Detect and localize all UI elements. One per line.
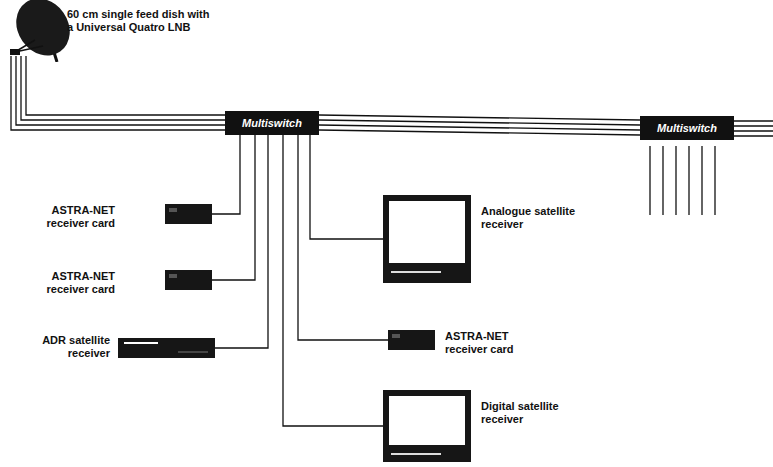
- device-label: ASTRA-NET receiver card: [445, 330, 545, 356]
- switch-label: Multiswitch: [657, 122, 717, 134]
- device-label: Digital satellite receiver: [481, 400, 601, 426]
- monitor-node: Analogue satellite receiver: [383, 195, 471, 283]
- cable-connector: [215, 135, 268, 348]
- cable-connector: [319, 115, 640, 135]
- cable-connector: [298, 135, 388, 340]
- adr-node: ADR satellite receiver: [118, 338, 215, 358]
- monitor-shape: [383, 195, 471, 283]
- dish-shape: [5, 0, 77, 62]
- card-shape: [165, 270, 212, 290]
- cable-connector: [310, 135, 383, 239]
- adr-shape: [118, 338, 215, 358]
- cable-connector: [212, 135, 255, 280]
- dish-node: 60 cm single feed dish with a Universal …: [5, 0, 77, 62]
- card-node: ASTRA-NET receiver card: [165, 270, 212, 290]
- cable-connector: [283, 135, 383, 426]
- card-shape: [165, 204, 212, 224]
- device-label: 60 cm single feed dish with a Universal …: [67, 8, 217, 34]
- switch-label: Multiswitch: [242, 117, 302, 129]
- multiswitch-box: Multiswitch: [225, 111, 319, 135]
- card-shape: [388, 330, 435, 350]
- cable-connector: [212, 135, 240, 214]
- card-node: ASTRA-NET receiver card: [388, 330, 435, 350]
- card-node: ASTRA-NET receiver card: [165, 204, 212, 224]
- cable-connector: [11, 56, 225, 130]
- device-label: ASTRA-NET receiver card: [15, 204, 115, 230]
- device-label: ASTRA-NET receiver card: [15, 270, 115, 296]
- monitor-shape: [383, 390, 471, 462]
- device-label: Analogue satellite receiver: [481, 205, 601, 231]
- monitor-node: Digital satellite receiver: [383, 390, 471, 462]
- multiswitch-box: Multiswitch: [640, 116, 734, 140]
- device-label: ADR satellite receiver: [10, 334, 110, 360]
